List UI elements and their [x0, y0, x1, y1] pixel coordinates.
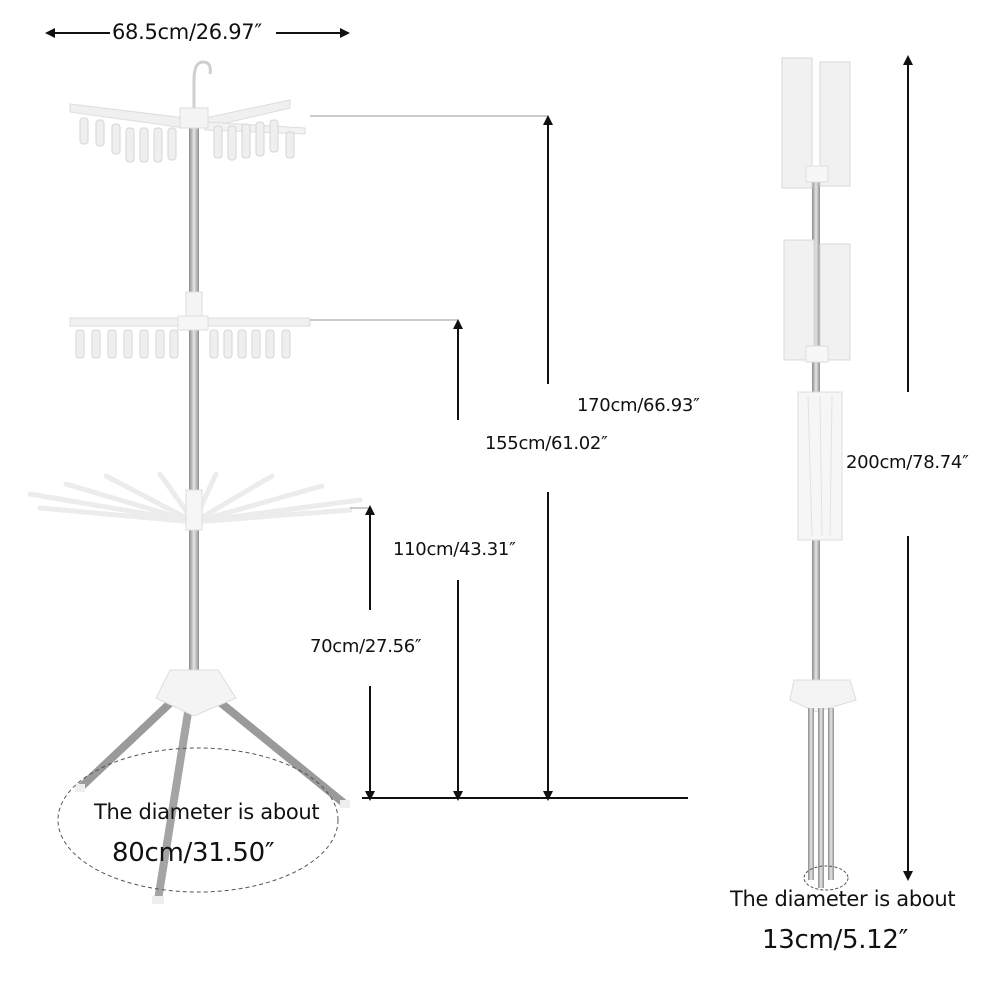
folded-diameter-value: 13cm/5.12″	[762, 925, 909, 955]
top-clip-tier	[69, 99, 306, 163]
base-diameter-ellipse	[57, 747, 339, 893]
open-rack	[27, 60, 363, 904]
folded-diameter-caption: The diameter is about	[730, 887, 956, 911]
base-diameter-caption: The diameter is about	[94, 800, 320, 824]
width-label: 68.5cm/26.97″	[112, 20, 262, 44]
height-170-label: 170cm/66.93″	[577, 395, 700, 416]
folded-height-label: 200cm/78.74″	[846, 452, 969, 473]
height-155-label: 155cm/61.02″	[485, 433, 608, 454]
folded-diameter-ellipse	[803, 865, 849, 891]
middle-clip-tier	[69, 291, 311, 359]
height-110-label: 110cm/43.31″	[393, 539, 516, 560]
folded-rack	[781, 57, 857, 891]
height-70-label: 70cm/27.56″	[310, 636, 422, 657]
tripod-base	[75, 669, 350, 904]
base-diameter-value: 80cm/31.50″	[112, 838, 275, 868]
